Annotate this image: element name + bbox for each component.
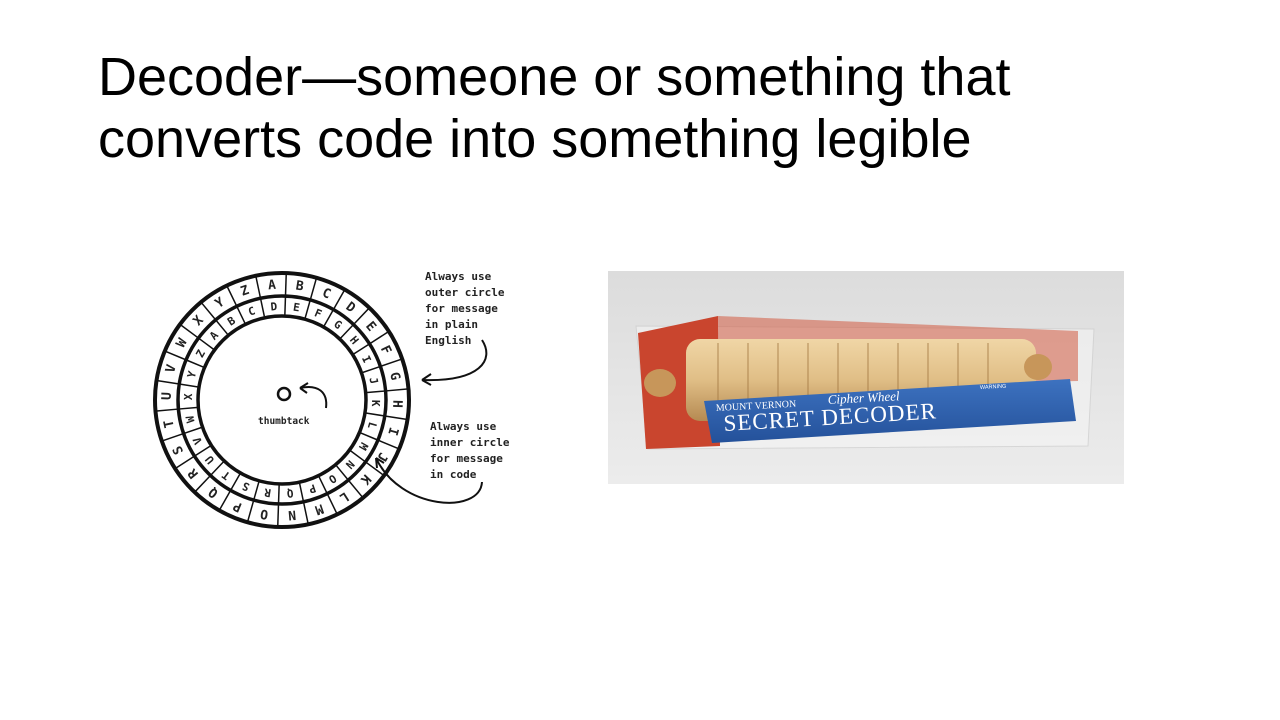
label-small-text: MOUNT VERNON	[716, 399, 797, 414]
cipher-letter: H	[389, 400, 404, 408]
cipher-letter: F	[313, 306, 324, 321]
cipher-letter: A	[267, 278, 276, 294]
cipher-letter: U	[203, 453, 217, 467]
cipher-letter: V	[163, 363, 180, 375]
cipher-letter: D	[270, 300, 278, 314]
svg-text:inner circle: inner circle	[430, 436, 510, 449]
note-inner-circle: Always use inner circle for message in c…	[375, 420, 510, 504]
title-line-2: converts code into something legible	[98, 109, 972, 169]
cipher-letter: H	[347, 334, 361, 347]
cipher-letter: Z	[193, 347, 208, 360]
cipher-letter: M	[313, 500, 325, 517]
cipher-letter: X	[191, 313, 207, 329]
cipher-letter: R	[185, 465, 202, 481]
svg-text:outer circle: outer circle	[425, 286, 505, 299]
decoder-label-band: MOUNT VERNON Cipher Wheel WARNING SECRET…	[704, 379, 1076, 443]
cipher-letter: R	[263, 485, 272, 499]
cipher-letter: G	[386, 371, 402, 382]
cipher-letter: P	[307, 481, 318, 496]
title-line-1: Decoder—someone or something that	[98, 47, 1011, 107]
secret-decoder-photo: MOUNT VERNON Cipher Wheel WARNING SECRET…	[608, 271, 1124, 484]
cipher-letter: Q	[286, 486, 294, 500]
thumbtack-icon	[276, 386, 292, 402]
cipher-letter: S	[240, 479, 251, 494]
cipher-letter: L	[337, 488, 352, 505]
svg-text:in plain: in plain	[425, 318, 478, 331]
cipher-letter: C	[320, 286, 333, 303]
label-warning-text: WARNING	[980, 384, 1007, 391]
label-script-text: Cipher Wheel	[827, 388, 900, 407]
cipher-letter: J	[366, 376, 380, 385]
slide-title: Decoder—someone or something that conver…	[98, 46, 1198, 170]
cipher-letter: X	[182, 393, 195, 400]
cipher-letter: Y	[185, 369, 199, 379]
cipher-letter: K	[357, 471, 373, 487]
cipher-letter: F	[377, 343, 394, 357]
cipher-letter: E	[292, 301, 301, 315]
thumbtack-arrow	[299, 386, 328, 409]
cipher-letter: Z	[239, 283, 251, 300]
cipher-letter: N	[343, 457, 357, 471]
cipher-letter: U	[160, 392, 175, 400]
cipher-letter: A	[207, 329, 221, 343]
thumbtack-label: thumbtack	[258, 416, 310, 427]
svg-text:for message: for message	[425, 302, 498, 315]
cipher-letter: T	[219, 468, 232, 483]
cipher-letter: W	[183, 414, 197, 424]
svg-text:Always use: Always use	[430, 420, 497, 433]
cipher-letter: P	[231, 497, 244, 514]
cipher-letter: B	[295, 279, 305, 295]
cipher-letter: Q	[206, 484, 221, 501]
cipher-letter: D	[343, 299, 358, 316]
cipher-letter: O	[259, 505, 269, 521]
cipher-letter: O	[326, 471, 339, 486]
cipher-letter: T	[161, 418, 177, 429]
note-outer-circle: Always use outer circle for message in p…	[421, 270, 505, 386]
cipher-letter: C	[247, 304, 257, 318]
svg-text:Always use: Always use	[425, 270, 492, 283]
svg-text:for message: for message	[430, 452, 503, 465]
svg-text:English: English	[425, 334, 471, 347]
svg-text:in code: in code	[430, 468, 477, 481]
cipher-letter: S	[170, 443, 187, 457]
cipher-letter: N	[287, 507, 296, 523]
cipher-letter: W	[174, 336, 191, 350]
cipher-letter: K	[369, 400, 382, 407]
cipher-letter: V	[190, 435, 205, 447]
cipher-letter: L	[365, 420, 379, 430]
cipher-letter: B	[225, 314, 238, 329]
cipher-letter: E	[362, 319, 379, 335]
cipher-letter: M	[356, 440, 371, 453]
cipher-letter: I	[384, 425, 401, 437]
cipher-letter: G	[331, 318, 344, 333]
cipher-letter: Y	[213, 295, 228, 312]
cipher-letter: I	[359, 354, 374, 366]
